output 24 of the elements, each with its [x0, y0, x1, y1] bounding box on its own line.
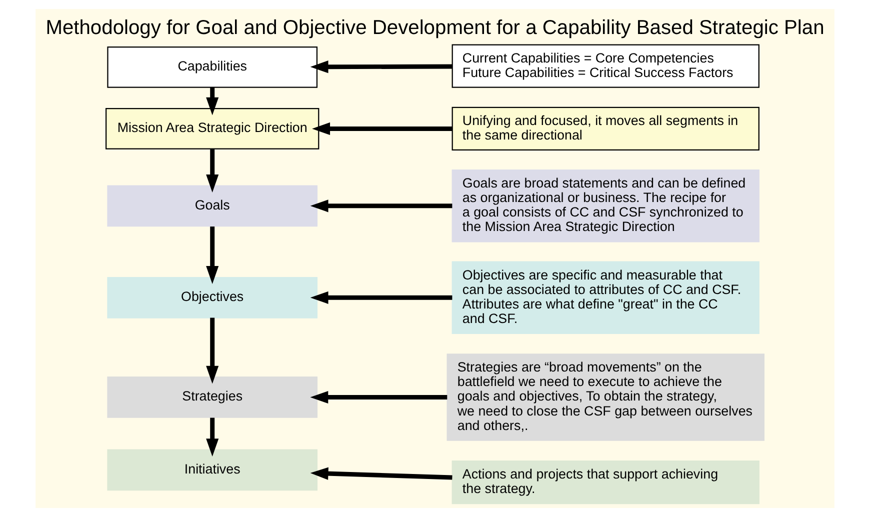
arrow: [310, 390, 448, 404]
arrow: [206, 226, 219, 284]
arrow: [206, 87, 219, 115]
node-box: Unifying and focused, it moves all segments in the same directional: [452, 106, 760, 150]
arrow: [310, 466, 452, 480]
arrow: [206, 148, 219, 192]
node-box: Actions and projects that support achieving the strategy.: [452, 460, 760, 504]
arrow: [312, 122, 452, 134]
diagram-title: Methodology for Goal and Objective Development for a Capability Based Strategic Plan: [46, 16, 824, 39]
arrow: [206, 417, 219, 456]
arrow: [206, 317, 219, 384]
node-box: Capabilities: [107, 46, 318, 88]
node-box: Objectives are specific and measurable that can be associated to attributes of CC and CSF. Attributes are what define "great" in the CC and CSF.: [452, 260, 760, 334]
node-box: Mission Area Strategic Direction: [106, 108, 320, 149]
node-box: Objectives: [107, 276, 318, 318]
node-box: Strategies: [107, 376, 318, 418]
arrow: [310, 290, 452, 304]
node-box: Current Capabilities = Core Competencies Future Capabilities = Critical Success Factors: [452, 44, 760, 88]
arrow: [310, 199, 452, 212]
node-box: Goals: [107, 184, 318, 226]
node-box: Goals are broad statements and can be defined as organizational or business. The recipe for a goal consists of CC and CSF synchronized to the Mission Area Strategic Direction: [452, 169, 760, 242]
node-box: Strategies are “broad movements” on the battlefield we need to execute to achieve the goals and objectives, To obtain the strategy, we need to close the CSF gap between ourselves and others,.: [446, 353, 764, 440]
arrow: [310, 60, 452, 73]
node-box: Initiatives: [107, 448, 318, 490]
